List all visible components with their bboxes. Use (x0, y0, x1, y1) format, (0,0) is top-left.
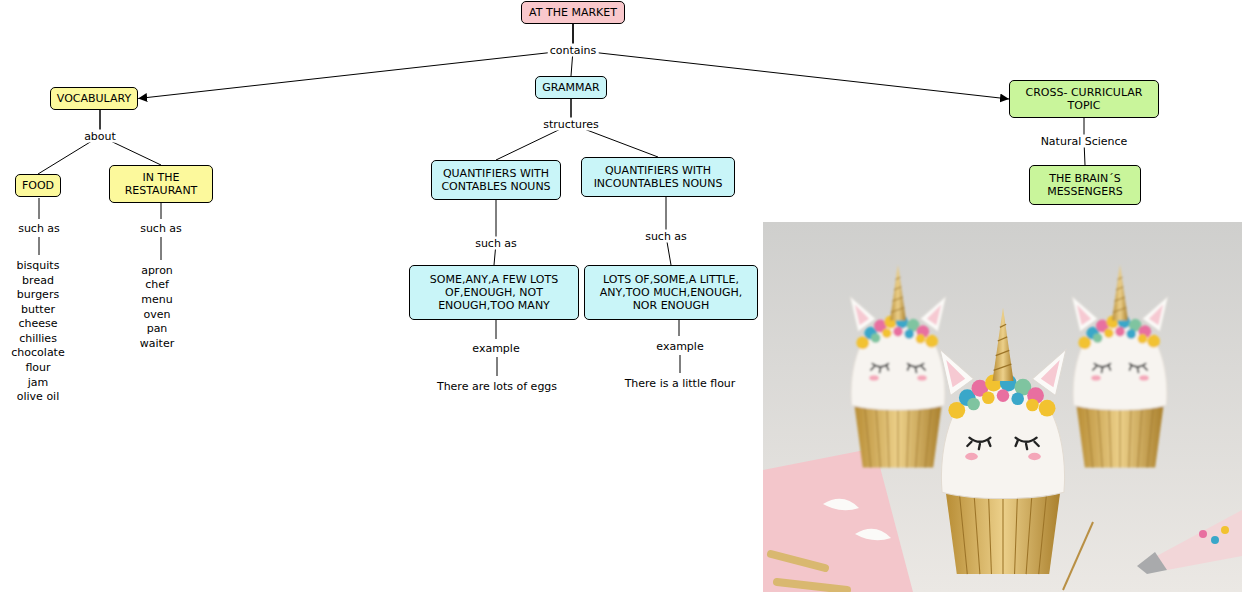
leader-line (679, 318, 680, 336)
list-item: burgers (15, 288, 61, 301)
linking-phrase: example (654, 340, 705, 353)
node-text: QUANTIFIERS WITH INCOUNTABLES NOUNS (588, 164, 728, 190)
cupcake (1072, 264, 1168, 467)
list-item: chillies (17, 332, 59, 345)
linking-phrase: about (82, 130, 118, 143)
linking-phrase: such as (16, 222, 62, 235)
leader-line (161, 237, 162, 260)
list-item: oven (142, 308, 173, 321)
leader-line (680, 355, 681, 373)
cupcake (940, 307, 1066, 574)
list-item: chef (143, 278, 171, 291)
connector (573, 24, 1009, 99)
linking-phrase: contains (548, 44, 599, 57)
node-text: CROSS- CURRICULAR TOPIC (1016, 86, 1152, 112)
linking-phrase: structures (541, 118, 601, 131)
list-item: butter (19, 303, 57, 316)
main-topic-box: AT THE MARKET (521, 1, 625, 24)
node-text: IN THE RESTAURANT (116, 171, 206, 197)
concept-box: QUANTIFIERS WITH CONTABLES NOUNS (431, 160, 561, 200)
node-text: GRAMMAR (542, 81, 599, 94)
list-item: bisquits (15, 259, 62, 272)
leader-line (497, 357, 498, 376)
concept-box: CROSS- CURRICULAR TOPIC (1009, 80, 1159, 118)
example-sentence: There are lots of eggs (435, 380, 559, 393)
linking-phrase: example (470, 342, 521, 355)
linking-phrase: Natural Science (1039, 135, 1130, 148)
list-item: menu (139, 293, 174, 306)
linking-phrase: such as (473, 237, 519, 250)
leader-line (39, 237, 40, 255)
leader-line (39, 198, 40, 219)
leader-line (496, 320, 497, 339)
piping-tip (1137, 552, 1167, 574)
connector (138, 24, 573, 99)
list-item: cheese (16, 317, 59, 330)
node-text: SOME,ANY,A FEW LOTS OF,ENOUGH, NOT ENOUG… (416, 273, 572, 312)
photo-ground (763, 222, 1242, 592)
example-box: LOTS OF,SOME,A LITTLE, ANY,TOO MUCH,ENOU… (584, 265, 758, 320)
node-text: QUANTIFIERS WITH CONTABLES NOUNS (438, 167, 554, 193)
node-text: LOTS OF,SOME,A LITTLE, ANY,TOO MUCH,ENOU… (591, 273, 751, 312)
example-box: SOME,ANY,A FEW LOTS OF,ENOUGH, NOT ENOUG… (409, 265, 579, 320)
sugar-ear (855, 529, 891, 540)
cupcake-photo (763, 222, 1242, 592)
node-text: FOOD (22, 179, 54, 192)
concept-box: THE BRAIN´S MESSENGERS (1029, 165, 1141, 205)
pink-paper (763, 448, 913, 592)
list-item: chocolate (9, 346, 66, 359)
node-text: AT THE MARKET (529, 6, 617, 19)
list-item: olive oil (15, 390, 61, 403)
sugar-ear (823, 499, 859, 510)
example-sentence: There is a little flour (623, 377, 738, 390)
concept-box: IN THE RESTAURANT (109, 165, 213, 203)
sugar-horn (777, 582, 847, 590)
concept-box: GRAMMAR (535, 76, 606, 99)
concept-box: VOCABULARY (50, 87, 138, 110)
list-item: flour (23, 361, 52, 374)
list-item: bread (20, 274, 56, 287)
linking-phrase: such as (138, 222, 184, 235)
list-item: jam (26, 376, 51, 389)
connector (494, 200, 496, 265)
piping-bag (1153, 510, 1242, 570)
list-item: waiter (138, 337, 176, 350)
sugar-horn (771, 554, 825, 568)
cupcake (850, 264, 946, 467)
list-item: apron (139, 264, 175, 277)
concept-box: QUANTIFIERS WITH INCOUNTABLES NOUNS (581, 157, 735, 197)
node-text: VOCABULARY (57, 92, 131, 105)
sugar-horn-stick (1063, 522, 1093, 590)
linking-phrase: such as (643, 230, 689, 243)
leader-line (161, 203, 162, 219)
node-text: THE BRAIN´S MESSENGERS (1036, 172, 1134, 198)
list-item: pan (145, 322, 170, 335)
concept-box: FOOD (15, 174, 61, 197)
